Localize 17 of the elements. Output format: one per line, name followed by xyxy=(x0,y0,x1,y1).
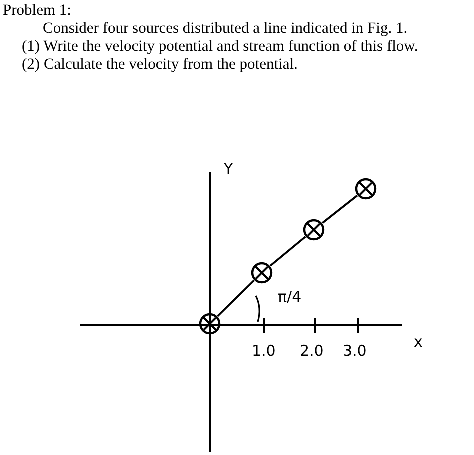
connecting-line xyxy=(322,195,358,224)
problem-text: (1) Write the velocity potential and stream function of this flow. xyxy=(22,38,418,56)
connecting-line xyxy=(217,280,255,318)
problem-text: Consider four sources distributed a line indicated in Fig. 1. xyxy=(43,20,408,38)
connecting-line xyxy=(270,236,306,267)
axis-label: Y xyxy=(224,160,234,178)
source-symbol xyxy=(355,178,377,200)
problem-title: Problem 1: xyxy=(3,2,72,20)
axis-label: x xyxy=(414,333,423,351)
tick-label: 2.0 xyxy=(300,342,324,360)
angle-label: π/4 xyxy=(278,288,302,306)
source-symbol xyxy=(303,219,325,241)
source-symbol xyxy=(199,313,221,335)
tick-label: 3.0 xyxy=(343,342,367,360)
tick-label: 1.0 xyxy=(252,342,276,360)
problem-text: (2) Calculate the velocity from the potential. xyxy=(22,56,298,74)
source-symbol xyxy=(251,262,273,284)
